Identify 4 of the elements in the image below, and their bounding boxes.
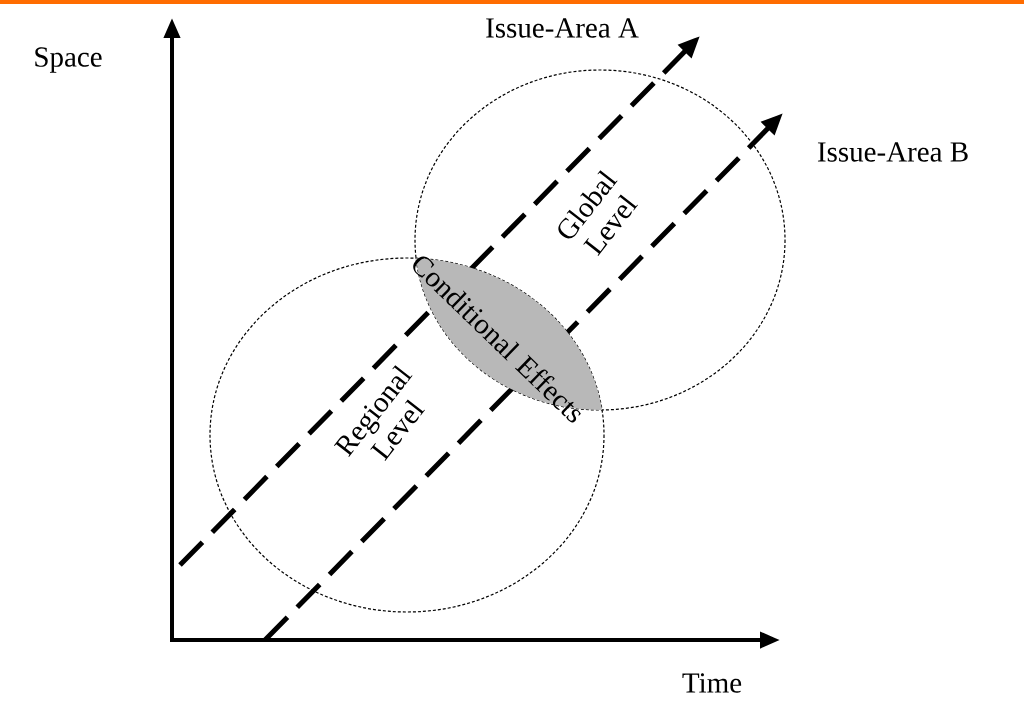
- arrow-label: Issue-Area A: [486, 18, 639, 38]
- axis-label: Time: [682, 673, 742, 693]
- axis-label: Space: [35, 47, 102, 73]
- arrow-label: Issue-Area B: [817, 142, 968, 162]
